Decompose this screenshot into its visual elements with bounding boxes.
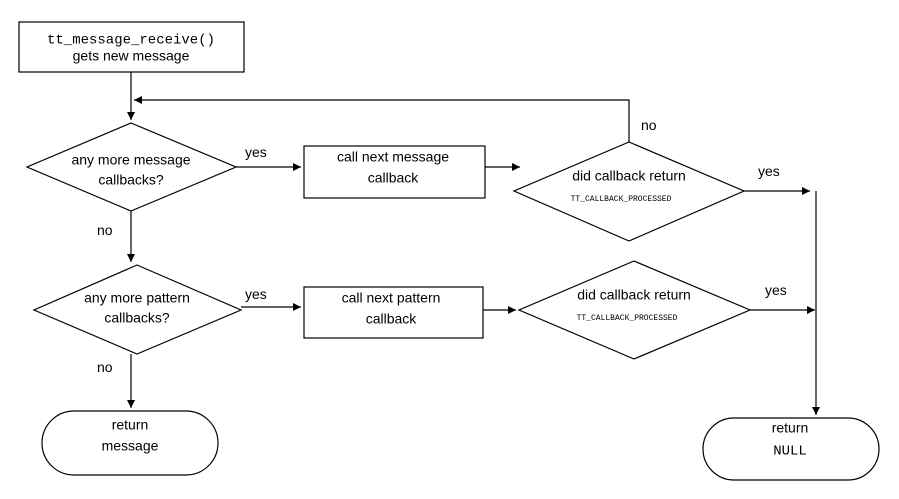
label-no-pattern: no xyxy=(97,359,113,375)
start-box-line1: tt_message_receive() xyxy=(47,33,215,49)
decision-did-message-callback-return: did callback return TT_CALLBACK_PROCESSE… xyxy=(512,141,746,242)
decision-did-pattern-line1: did callback return xyxy=(577,287,691,303)
edge-did-message-no-loop xyxy=(134,96,630,142)
decision-more-pattern-callbacks: any more pattern callbacks? xyxy=(32,264,243,355)
terminal-return-null-line2: NULL xyxy=(773,444,807,460)
decision-more-pattern-line1: any more pattern xyxy=(84,290,190,306)
process-call-message-line2: callback xyxy=(368,170,420,186)
decision-more-message-callbacks: any more message callbacks? xyxy=(25,122,238,212)
terminal-return-null-line1: return xyxy=(772,420,809,436)
terminal-return-null: return NULL xyxy=(702,417,880,481)
decision-more-pattern-line2: callbacks? xyxy=(104,310,170,326)
process-call-message-line1: call next message xyxy=(337,149,449,165)
label-no-message: no xyxy=(97,222,113,238)
process-call-message-callback: call next message callback xyxy=(303,145,486,199)
decision-did-pattern-callback-return: did callback return TT_CALLBACK_PROCESSE… xyxy=(517,260,752,360)
edge-labels: yes no no yes yes no yes xyxy=(97,117,787,375)
label-no-loop: no xyxy=(641,117,657,133)
process-call-pattern-line2: callback xyxy=(366,311,418,327)
label-yes-message: yes xyxy=(245,144,267,160)
connectors xyxy=(127,72,820,415)
terminal-return-message-line1: return xyxy=(112,417,149,433)
start-box: tt_message_receive() gets new message xyxy=(18,21,245,73)
label-yes-did-message: yes xyxy=(758,163,780,179)
process-call-pattern-line1: call next pattern xyxy=(342,290,441,306)
decision-did-message-line1: did callback return xyxy=(572,168,686,184)
terminal-return-message-line2: message xyxy=(102,438,159,454)
label-yes-did-pattern: yes xyxy=(765,282,787,298)
terminal-return-message: return message xyxy=(41,410,219,476)
decision-did-pattern-line2: TT_CALLBACK_PROCESSED xyxy=(577,314,678,323)
decision-more-message-line2: callbacks? xyxy=(98,172,164,188)
label-yes-pattern: yes xyxy=(245,286,267,302)
process-call-pattern-callback: call next pattern callback xyxy=(303,286,484,339)
start-box-line2: gets new message xyxy=(73,48,190,64)
decision-more-message-line1: any more message xyxy=(71,152,190,168)
decision-did-message-line2: TT_CALLBACK_PROCESSED xyxy=(571,195,672,204)
